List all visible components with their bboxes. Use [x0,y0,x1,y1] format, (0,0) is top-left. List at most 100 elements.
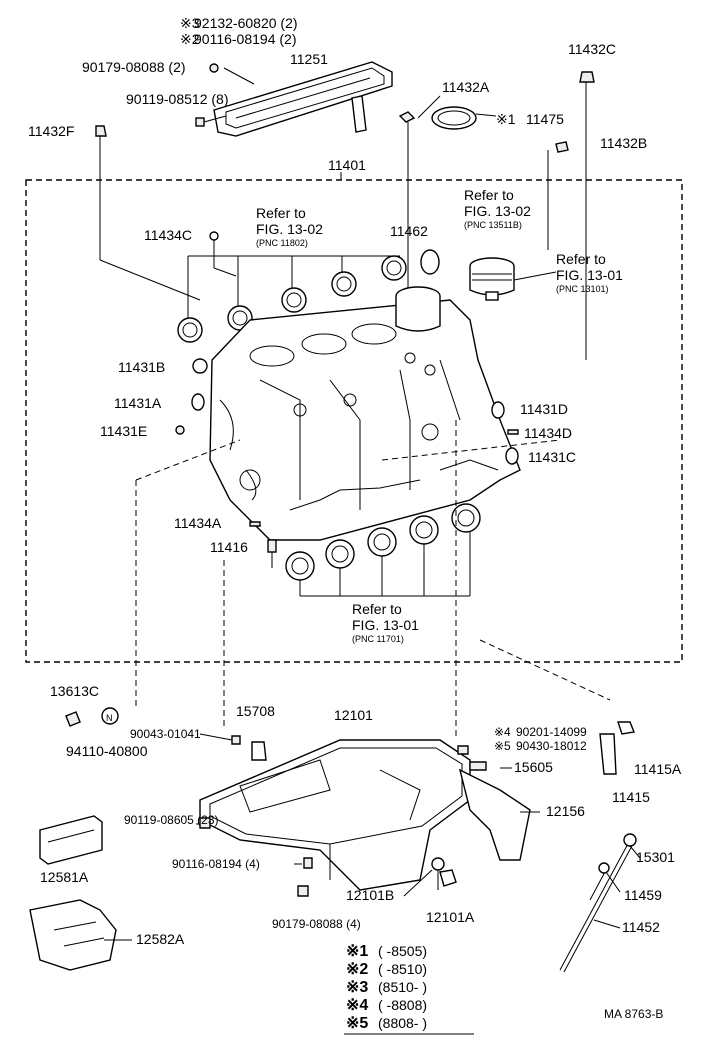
legend-mark-1: ※1 [346,943,368,960]
ref1-line1: Refer to [256,205,306,221]
legend-mark-2: ※2 [346,961,368,978]
callout-12101A: 12101A [426,909,475,925]
callout-90119-top: 90119-08512 (8) [126,91,228,107]
callout-11452: 11452 [622,919,660,935]
nut-94110 [101,707,119,725]
sensor-15708 [251,741,267,761]
oil-dipstick [559,833,637,973]
ref1-line2: FIG. 13-02 [256,221,323,237]
ref3-line2: FIG. 13-01 [556,267,623,283]
legend-value-5: (8808- ) [378,1015,427,1031]
ref2-line2: FIG. 13-02 [464,203,531,219]
legend-mark-3: ※3 [346,979,368,996]
callout-92132-mark: ※3 [180,15,200,31]
pin-11434D [507,429,519,435]
callout-11431E: 11431E [100,423,147,439]
plug-11432F [95,125,107,137]
callout-90119-bottom: 90119-08605 (23) [124,813,219,827]
plug-11431D [491,401,505,419]
callout-90179-top: 90179-08088 (2) [82,59,186,75]
oil-pan-baffle [458,768,531,861]
callout-11434D: 11434D [524,425,572,441]
callout-11475: 11475 [526,111,564,127]
callout-11251: 11251 [290,51,328,67]
legend-value-2: ( -8510) [378,961,427,977]
callout-11432C: 11432C [568,41,616,57]
callout-12101: 12101 [334,707,373,723]
callout-11431A: 11431A [114,395,162,411]
cylinder-head-cover [213,61,393,137]
ref2-line3: (PNC 13511B) [464,220,522,230]
cylinder-block [209,286,521,541]
piston [469,257,515,301]
callout-90201: 90201-14099 [516,725,587,739]
callout-12582A: 12582A [136,931,185,947]
callout-90116-top-mark: ※2 [180,31,200,47]
pin-11434C [209,231,219,241]
ref1-line3: (PNC 11802) [256,238,308,248]
plug-11432A [398,111,416,123]
callout-11415A: 11415A [634,761,682,777]
plug-11431B [192,358,208,374]
callout-11475-mark: ※1 [496,111,516,127]
callout-90201-mark: ※4 [494,725,511,739]
callout-90116-top: 90116-08194 (2) [194,31,296,47]
legend-value-4: ( -8808) [378,997,427,1013]
bolt-90043 [231,735,241,745]
callout-11432A: 11432A [442,79,490,95]
cover-stud-bolts [195,63,255,127]
stud-90116-bottom [303,857,313,869]
callout-11431B: 11431B [118,359,165,375]
plug-11431E [175,425,185,435]
callout-11432B: 11432B [600,135,647,151]
ref4-line2: FIG. 13-01 [352,617,419,633]
plug-11431A [191,393,205,411]
ref4-line1: Refer to [352,601,402,617]
callout-92132: 92132-60820 (2) [194,15,298,31]
bolt-11416 [267,539,277,568]
legend-value-1: ( -8505) [378,943,427,959]
callout-15301: 15301 [636,849,675,865]
bracket-11415 [599,733,617,775]
callout-90179-bottom: 90179-08088 (4) [272,917,361,931]
callout-90430-mark: ※5 [494,739,511,753]
plug-11432B [555,141,569,153]
insulator-12582A [29,899,117,971]
callout-11431D: 11431D [520,401,568,417]
oil-filler-gasket [431,106,477,130]
callout-12101B: 12101B [346,887,394,903]
bracket-11415A [617,721,635,735]
callout-15605: 15605 [514,759,553,775]
ref2-line1: Refer to [464,187,514,203]
ref4-line3: (PNC 11701) [352,634,404,644]
callout-11432F: 11432F [28,123,74,139]
callout-11459: 11459 [624,887,662,903]
ref3-line3: (PNC 13101) [556,284,609,294]
drawing-code: MA 8763-B [604,1007,663,1021]
dipstick-guide [589,862,610,901]
stud-13613C [65,711,81,727]
legend-value-3: (8510- ) [378,979,427,995]
plug-11431C [505,447,519,465]
callout-94110: 94110-40800 [66,743,148,759]
ref3-line1: Refer to [556,251,606,267]
callout-12581A: 12581A [40,869,89,885]
callout-11415: 11415 [612,789,650,805]
cylinder-block-assembly-boundary [25,179,683,663]
legend-mark-5: ※5 [346,1015,368,1032]
svg-text:N: N [106,713,113,723]
callout-11462: 11462 [390,223,428,239]
callout-11401: 11401 [328,157,366,173]
insulator-12581A [39,815,103,865]
plug-11432C [579,71,595,83]
stud-90201 [457,745,469,755]
callout-90043: 90043-01041 [130,727,201,741]
pin-11434A [249,521,261,527]
callout-90430: 90430-18012 [516,739,587,753]
oil-pan [199,739,471,891]
bolt-15605 [469,761,487,771]
plug-11462 [420,249,440,275]
callout-11434A: 11434A [174,515,222,531]
callout-11416: 11416 [210,539,248,555]
